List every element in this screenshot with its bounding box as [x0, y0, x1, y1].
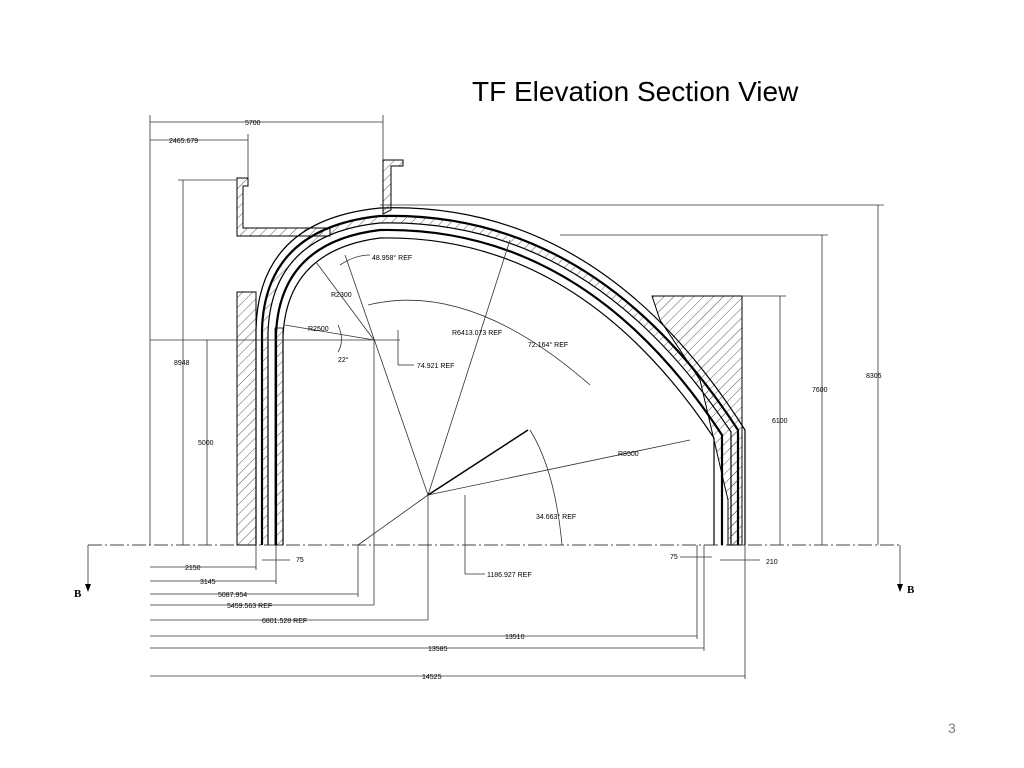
construction-lines [150, 239, 691, 620]
dim-7600: 7600 [812, 387, 828, 394]
dim-8305: 8305 [866, 373, 882, 380]
right-block-hatched [651, 295, 743, 546]
dim-13585: 13585 [428, 646, 448, 653]
dim-210: 210 [766, 559, 778, 566]
top-post [382, 159, 404, 215]
section-marker-right [897, 545, 903, 592]
dim-74921: 74.921 REF [417, 363, 454, 370]
dim-2465: 2465.679 [169, 138, 198, 145]
dim-5700: 5700 [245, 120, 261, 127]
dim-r6413: R6413.073 REF [452, 330, 502, 337]
dim-6801: 6801.528 REF [262, 618, 307, 625]
page-number: 3 [948, 720, 956, 736]
section-label-right: B [907, 584, 915, 596]
dim-8948: 8948 [174, 360, 190, 367]
section-marker-left [85, 545, 91, 592]
dim-5087: 5087.954 [218, 592, 247, 599]
dim-r8500: R8500 [618, 451, 639, 458]
dim-angle-48: 48.958° REF [372, 254, 412, 262]
dim-angle-34: 34.663° REF [536, 513, 576, 521]
top-flange-left [236, 177, 331, 237]
dimension-labels: 5700 2465.679 8948 5000 8305 7600 6100 4… [169, 120, 882, 681]
dim-angle-22: 22° [338, 356, 349, 364]
dim-r2300: R2300 [331, 292, 352, 299]
dim-75-left: 75 [296, 557, 304, 564]
dim-angle-72: 72.164° REF [528, 341, 568, 349]
dim-6100: 6100 [772, 418, 788, 425]
section-label-left: B [74, 588, 82, 600]
dim-5000: 5000 [198, 440, 214, 447]
dim-14525: 14525 [422, 674, 442, 681]
dim-1186: 1186.927 REF [487, 572, 532, 579]
dimension-lines [149, 115, 884, 679]
tf-coil-profile [255, 207, 746, 546]
left-wall-hatched [236, 291, 257, 546]
dim-r2500: R2500 [308, 326, 329, 333]
dim-3145: 3145 [200, 579, 216, 586]
dim-13510: 13510 [505, 634, 525, 641]
dim-5459: 5459.563 REF [227, 603, 272, 610]
dim-75-right: 75 [670, 554, 678, 561]
slide-title: TF Elevation Section View [472, 76, 799, 107]
dim-2150: 2150 [185, 565, 201, 572]
